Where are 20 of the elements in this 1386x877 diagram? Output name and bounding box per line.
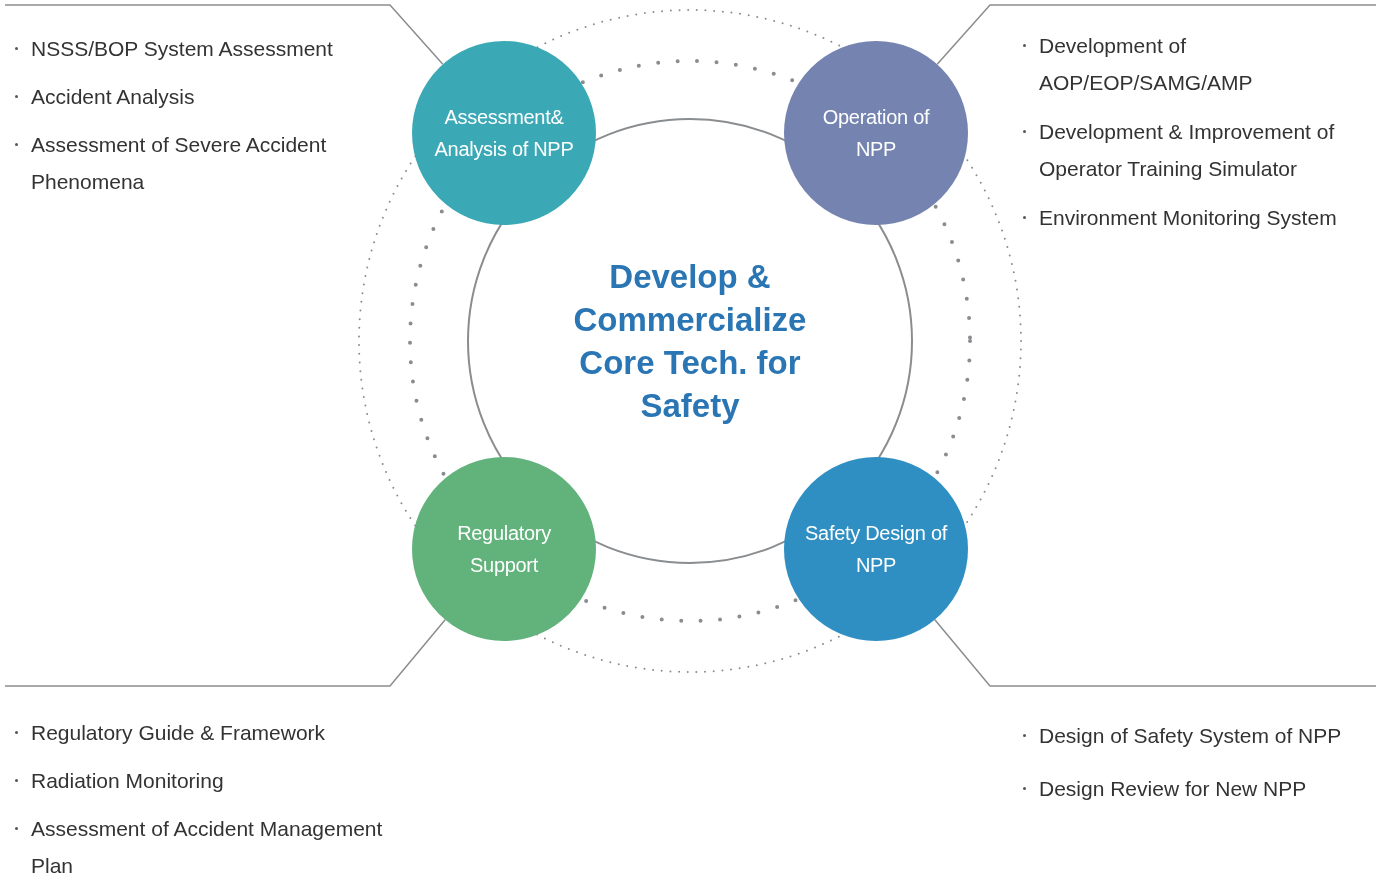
list-item: Design Review for New NPP	[1013, 770, 1383, 807]
list-item: Assessment of Severe Accident Phenomena	[5, 126, 390, 200]
list-item: Development & Improvement of Operator Training Simulator	[1013, 113, 1383, 187]
list-item: Regulatory Guide & Framework	[5, 714, 390, 751]
list-item: Design of Safety System of NPP	[1013, 717, 1383, 754]
list-item: Radiation Monitoring	[5, 762, 390, 799]
center-title: Develop & Commercialize Core Tech. for Safety	[572, 257, 808, 426]
leader-line	[4, 4, 444, 66]
circle-label: Assessment& Analysis of NPP	[433, 105, 575, 162]
circle-label: Regulatory Support	[456, 521, 552, 578]
circle-label: Operation of NPP	[821, 105, 931, 162]
leader-line	[934, 618, 1377, 687]
list-item: Environment Monitoring System	[1013, 199, 1383, 236]
leader-line	[4, 618, 446, 687]
circle-label: Safety Design of NPP	[805, 521, 947, 578]
list-item: Development of AOP/EOP/SAMG/AMP	[1013, 27, 1383, 101]
list-item: Accident Analysis	[5, 78, 390, 115]
list-item: NSSS/BOP System Assessment	[5, 30, 390, 67]
leader-line	[936, 4, 1377, 66]
list-item: Assessment of Accident Management Plan	[5, 810, 390, 877]
